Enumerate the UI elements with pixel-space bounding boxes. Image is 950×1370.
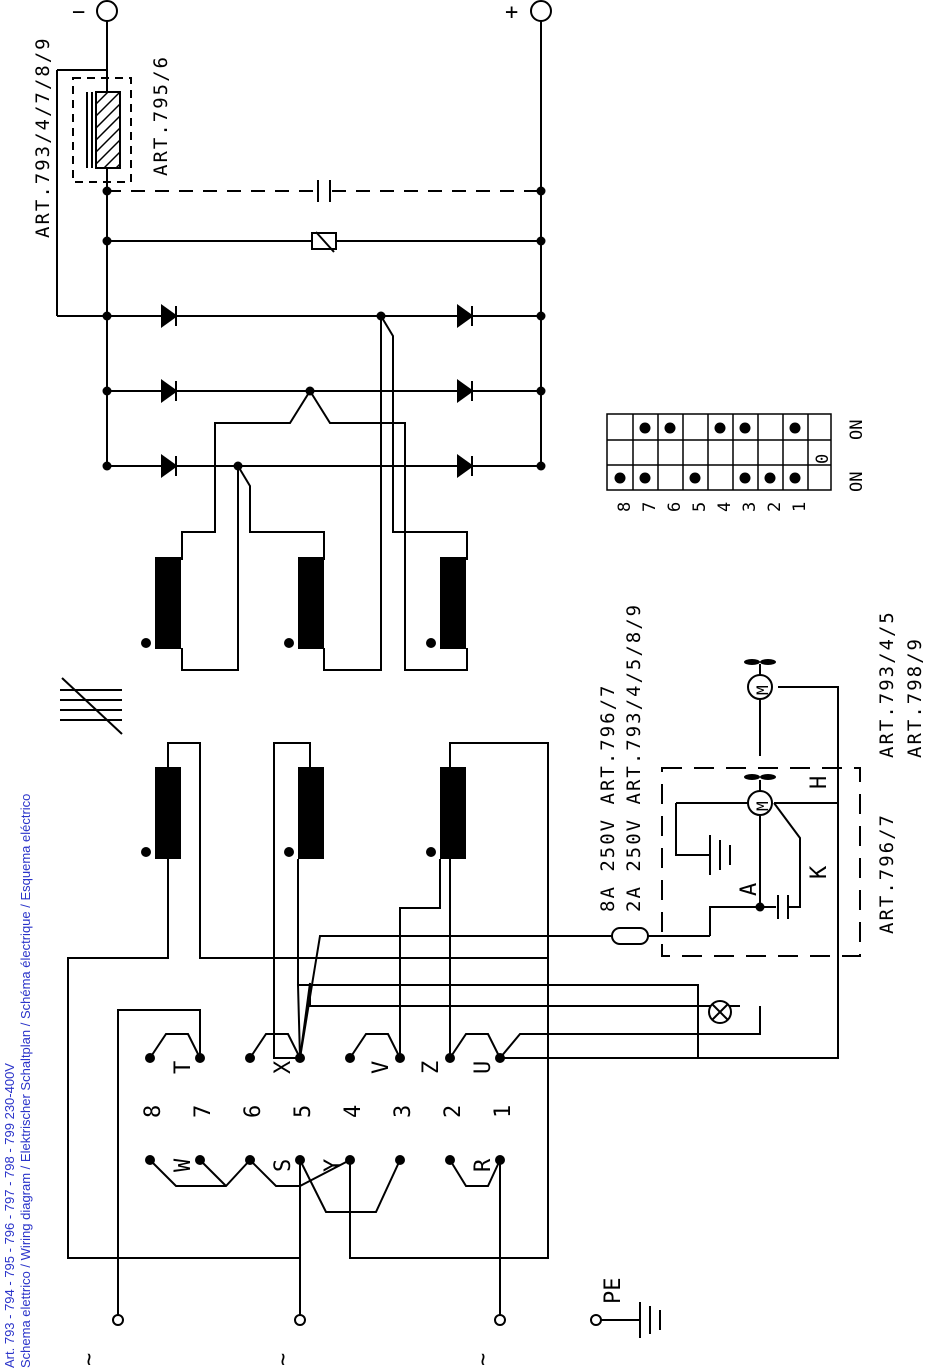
diode [457,379,474,403]
switch-position: 2 [765,502,785,512]
negative-label: − [72,0,85,25]
motor-letter: M [753,685,772,695]
art-label-793-4-7-8-9: ART.793/4/7/8/9 [32,36,54,238]
fuse-2a-label: 2A 250V ART.793/4/5/8/9 [623,603,645,912]
switch-contact-dot [714,422,726,434]
switch-position: 8 [615,502,635,512]
switch-contact-dot [689,472,701,484]
terminal-y: Y [321,1159,346,1172]
art-label-795-6: ART.795/6 [150,55,172,176]
switch-contact-dot [764,472,776,484]
ground-icon [601,1302,661,1338]
terminal-number: 3 [391,1105,416,1118]
primary-winding [155,767,181,859]
switch-contact-dot [639,472,651,484]
art-label-796-7: ART.796/7 [876,813,898,934]
switch-contact-dot [639,422,651,434]
fuse-8a-label: 8A 250V ART.796/7 [597,684,619,912]
switch-contact-dot [664,422,676,434]
terminal-number: 5 [291,1105,316,1118]
art-label-793-4-5: ART.793/4/5 [876,610,898,758]
terminal-number: 8 [141,1105,166,1118]
switch-position: 4 [715,502,735,512]
mains-terminal [112,1314,124,1326]
switch-contact-dot [789,422,801,434]
terminal-s: S [271,1159,296,1172]
ac-symbol: ~ [471,1353,496,1366]
terminal-number: 2 [441,1105,466,1118]
terminal-u: U [471,1061,496,1074]
terminal-z: Z [419,1061,444,1074]
mains-terminal [494,1314,506,1326]
art-label-798-9: ART.798/9 [904,637,926,758]
positive-terminal [530,0,552,22]
terminal-v: V [369,1061,394,1074]
switch-position: 6 [665,502,685,512]
terminal-w: W [171,1158,196,1172]
secondary-winding [155,557,181,649]
primary-winding [440,767,466,859]
letter-h: H [807,776,832,789]
switch-position: 7 [640,502,660,512]
diode [161,379,178,403]
secondary-winding [440,557,466,649]
ac-symbol: ~ [77,1353,102,1366]
fan-module-frame [661,767,861,957]
adjustable-core-icon [61,677,123,735]
mains-terminal [294,1314,306,1326]
terminal-t: T [171,1061,196,1074]
selector-switch-table [606,413,832,491]
fuse [611,927,649,945]
diode [161,304,178,328]
switch-contact-dot [739,422,751,434]
positive-label: + [505,0,518,25]
diode [457,454,474,478]
letter-a: A [737,883,762,896]
switch-contact-dot [739,472,751,484]
ac-symbol: ~ [271,1353,296,1366]
switch-zero: 0 [813,454,833,464]
diode [457,304,474,328]
terminal-number: 6 [241,1105,266,1118]
switch-position: 5 [690,502,710,512]
pe-label: PE [601,1278,626,1305]
terminal-number: 7 [191,1105,216,1118]
earth-terminal [590,1314,602,1326]
switch-contact-dot [614,472,626,484]
motor-letter: M [753,801,772,811]
diode [161,454,178,478]
switch-on-left: ON [847,472,867,492]
terminal-number: 4 [341,1105,366,1118]
choke-frame [72,77,132,183]
primary-winding [298,767,324,859]
terminal-x: X [271,1060,296,1074]
terminal-number: 1 [491,1105,516,1118]
terminal-r: R [471,1158,496,1172]
switch-position: 3 [740,502,760,512]
negative-terminal [96,0,118,22]
switch-position: 1 [790,502,810,512]
letter-k: K [807,865,832,879]
switch-on-right: ON [847,420,867,440]
switch-contact-dot [789,472,801,484]
secondary-winding [298,557,324,649]
